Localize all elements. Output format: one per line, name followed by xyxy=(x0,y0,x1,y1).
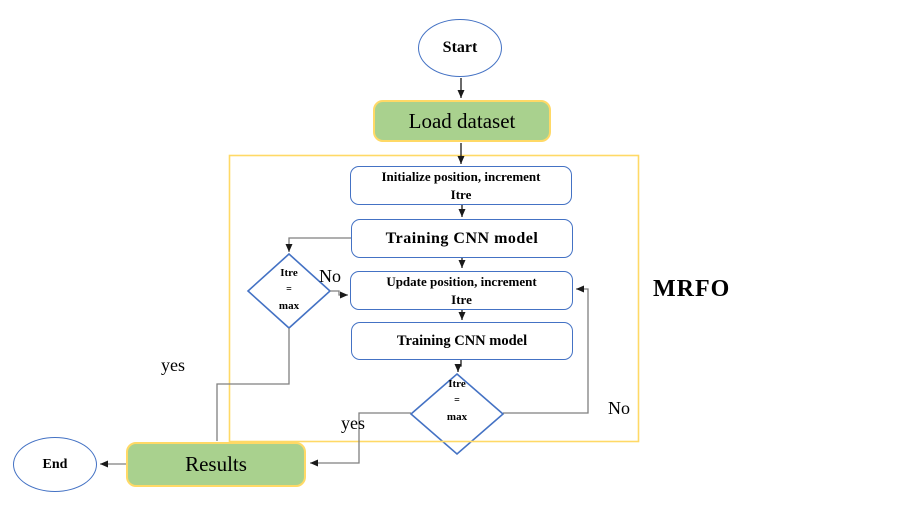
end-label: End xyxy=(42,456,68,472)
edge-training1-to-left-decision xyxy=(285,237,352,252)
edge-bottom-decision-yes-to-results xyxy=(310,412,411,467)
initialize-node: Initialize position, increment Itre xyxy=(350,166,572,205)
training-cnn-2-node: Training CNN model xyxy=(351,322,573,360)
edge-label-no-right: No xyxy=(608,398,630,418)
decision-left-line2: = xyxy=(286,284,292,296)
start-node: Start xyxy=(418,19,502,77)
training-cnn-1-node: Training CNN model xyxy=(351,219,573,258)
initialize-label: Initialize position, increment Itre xyxy=(381,168,540,203)
mrfo-group-title: MRFO xyxy=(653,276,731,302)
edge-left-decision-no-to-update xyxy=(330,290,348,299)
initialize-line1: Initialize position, increment xyxy=(381,168,541,184)
mrfo-group-border xyxy=(228,154,640,443)
end-node: End xyxy=(13,437,97,492)
edge-bottom-decision-no-to-update xyxy=(503,285,589,414)
decision-bottom-text: Itre = max xyxy=(427,376,487,426)
edge-label-no-left: No xyxy=(319,266,341,286)
training-cnn-1-label: Training CNN model xyxy=(385,229,539,247)
decision-bottom-line3: max xyxy=(446,410,468,423)
edge-left-decision-yes-to-results xyxy=(216,328,290,441)
results-node: Results xyxy=(126,442,306,487)
decision-bottom-line2: = xyxy=(454,395,460,407)
edge-label-yes-bottom: yes xyxy=(341,413,365,433)
edge-training2-to-bottom-decision xyxy=(454,360,462,372)
load-dataset-node: Load dataset xyxy=(373,100,551,142)
update-line1: Update position, increment xyxy=(386,273,537,289)
decision-left-line1: Itre xyxy=(280,267,298,279)
start-label: Start xyxy=(442,39,478,56)
initialize-line2: Itre xyxy=(450,186,472,202)
load-dataset-label: Load dataset xyxy=(408,108,516,133)
decision-left-text: Itre = max xyxy=(259,265,319,315)
update-label: Update position, increment Itre xyxy=(386,273,536,308)
decision-left-line3: max xyxy=(278,299,300,312)
edge-label-yes-left: yes xyxy=(161,355,185,375)
training-cnn-2-label: Training CNN model xyxy=(396,332,528,349)
results-label: Results xyxy=(185,452,247,476)
decision-bottom-line1: Itre xyxy=(448,378,466,390)
update-node: Update position, increment Itre xyxy=(350,271,573,310)
decision-diamond-bottom xyxy=(409,372,505,456)
update-line2: Itre xyxy=(451,291,472,307)
